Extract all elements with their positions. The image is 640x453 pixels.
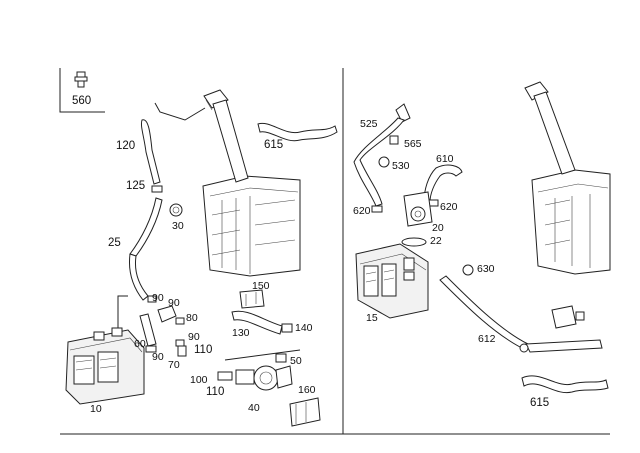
fitting-70 bbox=[177, 345, 187, 357]
fitting-565 bbox=[389, 135, 399, 145]
leader-120 bbox=[154, 102, 206, 121]
fuel-tank-left bbox=[202, 175, 301, 277]
callout-525: 525 bbox=[360, 118, 378, 130]
charcoal-canister-10 bbox=[65, 327, 145, 405]
callout-150: 150 bbox=[252, 280, 270, 292]
callout-90a: 90 bbox=[152, 292, 164, 304]
clamp-620a bbox=[371, 205, 383, 213]
filler-neck-right bbox=[524, 81, 576, 175]
hose-615-right bbox=[521, 375, 609, 394]
hose-615-left bbox=[257, 122, 338, 142]
fitting-15a bbox=[403, 271, 415, 281]
callout-612: 612 bbox=[478, 333, 496, 345]
callout-140: 140 bbox=[295, 322, 313, 334]
callout-620b: 620 bbox=[440, 201, 458, 213]
callout-40: 40 bbox=[248, 402, 260, 414]
vent-valve-20 bbox=[403, 191, 433, 227]
callout-120: 120 bbox=[116, 140, 136, 152]
callout-530: 530 bbox=[392, 160, 410, 172]
grommet-630 bbox=[462, 264, 474, 276]
clamp-50 bbox=[275, 353, 287, 363]
charcoal-canister-15 bbox=[355, 243, 429, 319]
callout-80: 80 bbox=[186, 312, 198, 324]
hose-610 bbox=[423, 164, 463, 203]
callout-110a: 110 bbox=[194, 344, 213, 356]
callout-615: 615 bbox=[264, 139, 284, 151]
clamp-90a bbox=[147, 295, 157, 303]
callout-60: 60 bbox=[134, 338, 146, 350]
callout-620a: 620 bbox=[353, 205, 371, 217]
purge-valve-40 bbox=[217, 349, 301, 391]
clamp-90b bbox=[175, 317, 185, 325]
clamp-140 bbox=[281, 323, 293, 333]
ref-box-frame bbox=[59, 68, 105, 113]
connector-525 bbox=[395, 103, 411, 123]
filter-612 bbox=[551, 305, 577, 329]
fuel-tank-right bbox=[531, 169, 611, 275]
bracket-160 bbox=[289, 397, 321, 427]
hose-120 bbox=[141, 119, 161, 185]
callout-20: 20 bbox=[432, 222, 444, 234]
callout-630: 630 bbox=[477, 263, 495, 275]
callout-125: 125 bbox=[126, 180, 146, 192]
callout-110b: 110 bbox=[206, 386, 225, 398]
callout-565: 565 bbox=[404, 138, 422, 150]
clamp-150 bbox=[239, 289, 265, 309]
callout-130: 130 bbox=[232, 327, 250, 339]
callout-15: 15 bbox=[366, 312, 378, 324]
callout-30: 30 bbox=[172, 220, 184, 232]
clamp-90d bbox=[175, 339, 185, 347]
callout-610: 610 bbox=[436, 153, 454, 165]
callout-22: 22 bbox=[430, 235, 442, 247]
callout-90d: 90 bbox=[188, 331, 200, 343]
callout-70: 70 bbox=[168, 359, 180, 371]
hose-80 bbox=[157, 305, 177, 323]
grommet-530 bbox=[378, 156, 390, 168]
hose-25 bbox=[129, 197, 163, 257]
callout-10: 10 bbox=[90, 403, 102, 415]
hose-525 bbox=[353, 117, 405, 207]
callout-100: 100 bbox=[190, 374, 208, 386]
callout-615-right: 615 bbox=[530, 397, 550, 409]
callout-50: 50 bbox=[290, 355, 302, 367]
leader-to-canister bbox=[117, 295, 128, 340]
filler-neck-left bbox=[203, 89, 249, 183]
callout-25: 25 bbox=[108, 237, 121, 249]
clamp-125 bbox=[151, 185, 163, 193]
grommet-30 bbox=[169, 203, 183, 217]
ref-label-560: 560 bbox=[72, 95, 92, 107]
hose-130 bbox=[231, 310, 283, 335]
bolt-icon bbox=[74, 71, 88, 88]
callout-90c: 90 bbox=[152, 351, 164, 363]
hose-60 bbox=[139, 313, 157, 347]
callout-90b: 90 bbox=[168, 297, 180, 309]
seal-22 bbox=[401, 237, 427, 247]
callout-160: 160 bbox=[298, 384, 316, 396]
clamp-90c bbox=[145, 345, 157, 353]
